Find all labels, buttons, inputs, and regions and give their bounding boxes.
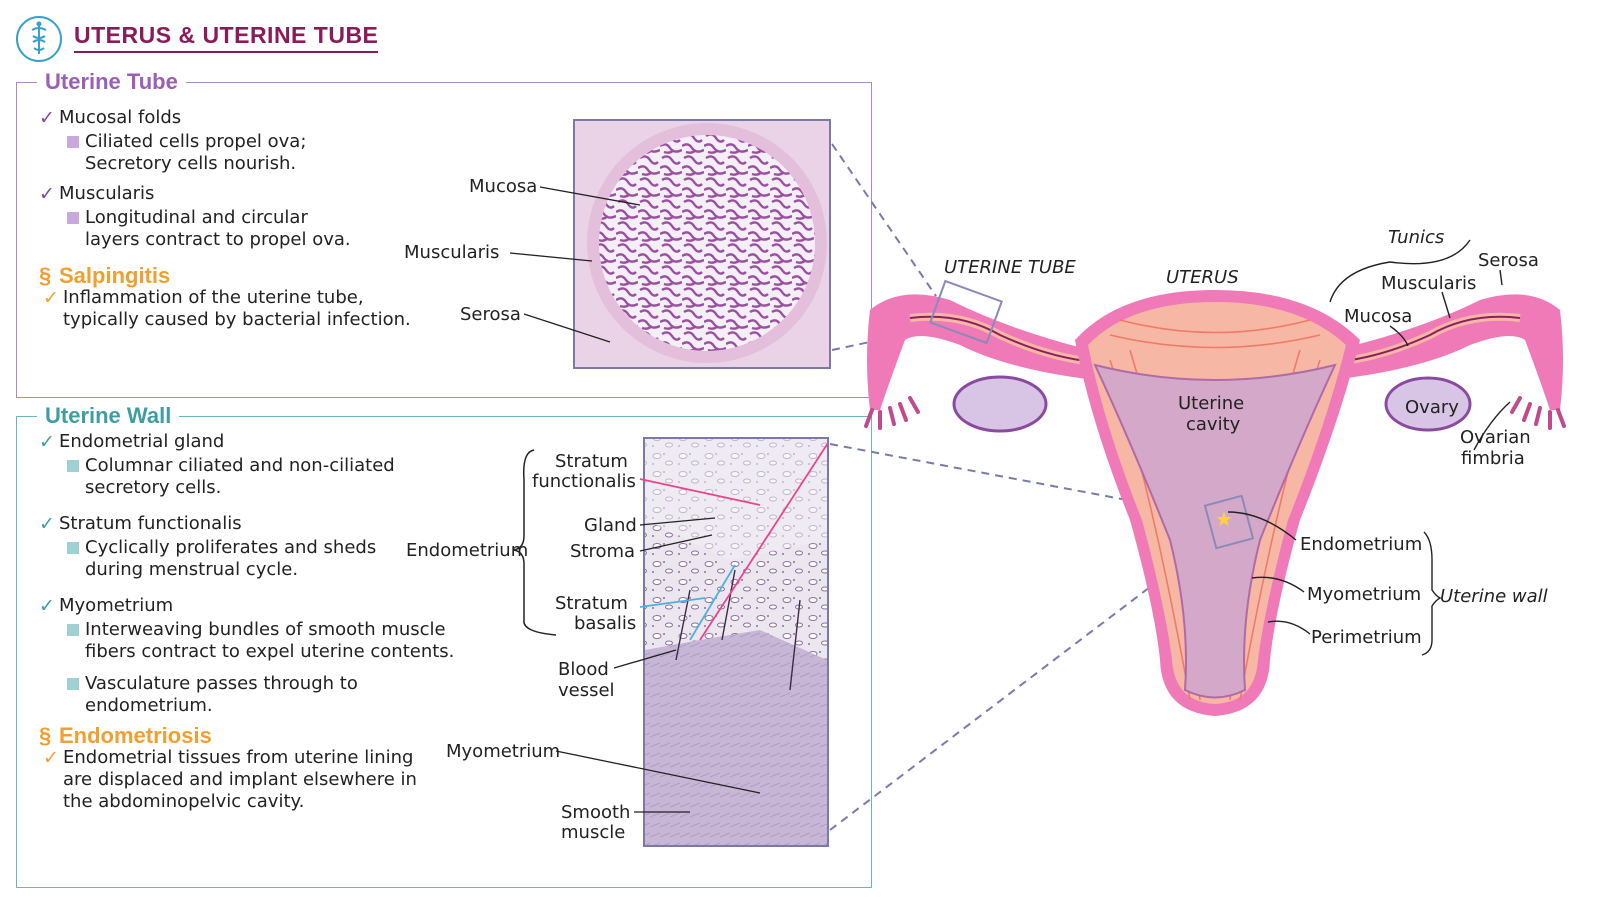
clinical-snake-icon: § [39, 263, 52, 288]
micro-label-muscularis: Muscularis [404, 242, 499, 263]
anatomy-label-mucosa: Mucosa [1344, 306, 1412, 327]
uterine-tube-panel: Uterine Tube ✓ Mucosal folds Ciliated ce… [16, 69, 872, 398]
endometrium-bracket [513, 449, 557, 636]
anatomy-label-ovary: Ovary [1405, 397, 1459, 418]
anatomy-label-tunics: Tunics [1388, 227, 1444, 248]
check-icon: ✓ [39, 431, 55, 453]
leader-stratum-functionalis [639, 478, 761, 506]
check-icon: ✓ [39, 595, 55, 617]
bullet-square-icon [67, 136, 79, 148]
note-stratum-functionalis: ✓ Stratum functionalis [39, 513, 242, 535]
note-detail: Longitudinal and circular layers contrac… [67, 207, 411, 251]
anatomy-leaders [1227, 239, 1511, 656]
clinical-salpingitis-text: ✓ Inflammation of the uterine tube, typi… [43, 287, 411, 330]
leader-myometrium [555, 750, 761, 794]
micro-label-stratum-basalis-2: basalis [574, 613, 636, 634]
caduceus-icon [31, 21, 47, 54]
note-mucosal-folds: ✓ Mucosal folds [39, 107, 182, 129]
basalis-boundary [689, 564, 736, 641]
clinical-endometriosis-text: ✓ Endometrial tissues from uterine linin… [43, 747, 417, 812]
check-icon: ✓ [43, 747, 59, 769]
check-icon: ✓ [39, 107, 55, 129]
functionalis-boundary [699, 442, 829, 641]
anatomy-label-ovarian-fimbria-2: fimbria [1461, 448, 1525, 469]
micro-label-stratum-functionalis-2: functionalis [532, 471, 636, 492]
leader-blood-vessel [613, 649, 677, 669]
micro-label-myometrium: Myometrium [446, 741, 560, 762]
uterine-wall-micrograph [643, 437, 829, 847]
uterine-tube-heading: Uterine Tube [37, 69, 186, 95]
note-detail: Ciliated cells propel ova; Secretory cel… [67, 131, 411, 175]
anatomy-label-myometrium: Myometrium [1307, 584, 1421, 605]
leader-mucosa [539, 186, 641, 206]
logo-icon [16, 16, 62, 62]
anatomy-label-uterine-cavity: Uterine [1178, 393, 1244, 414]
anatomy-label-serosa: Serosa [1478, 250, 1539, 271]
uterine-tube-micrograph [573, 119, 831, 369]
anatomy-label-uterine-cavity-2: cavity [1186, 414, 1241, 435]
micro-label-gland: Gland [584, 515, 637, 536]
uterine-wall-panel: Uterine Wall ✓ Endometrial gland Columna… [16, 403, 872, 888]
uterine-tube-notes: ✓ Mucosal folds Ciliated cells propel ov… [39, 107, 411, 331]
leader-gland [639, 517, 716, 526]
star-icon: ★ [1215, 507, 1233, 531]
page-title: UTERUS & UTERINE TUBE [74, 22, 379, 53]
note-endometrial-gland: ✓ Endometrial gland [39, 431, 225, 453]
bullet-square-icon [67, 542, 79, 554]
anatomy-label-muscularis: Muscularis [1381, 273, 1476, 294]
uterine-wall-notes: ✓ Endometrial gland Columnar ciliated an… [39, 431, 454, 813]
anatomy-label-uterine-wall: Uterine wall [1440, 586, 1548, 607]
leader-stroma [639, 534, 713, 552]
bullet-square-icon [67, 678, 79, 690]
anatomy-label-endometrium: Endometrium [1300, 534, 1422, 555]
bullet-square-icon [67, 624, 79, 636]
bullet-square-icon [67, 460, 79, 472]
note-detail: Columnar ciliated and non-ciliated secre… [67, 455, 454, 499]
note-detail: Interweaving bundles of smooth muscle fi… [67, 619, 454, 663]
leader-stratum-basalis [639, 597, 706, 608]
uterine-wall-heading: Uterine Wall [37, 403, 180, 429]
micro-label-blood-vessel: Blood [558, 659, 609, 680]
leader-muscularis [509, 252, 593, 262]
micro-label-serosa: Serosa [460, 304, 521, 325]
note-myometrium: ✓ Myometrium [39, 595, 174, 617]
micro-label-smooth-muscle: Smooth [561, 802, 630, 823]
note-detail: Vasculature passes through to endometriu… [67, 673, 454, 717]
micro-label-stratum-basalis: Stratum [555, 593, 628, 614]
micro-label-smooth-muscle-2: muscle [561, 822, 625, 843]
anatomy-label-perimetrium: Perimetrium [1311, 627, 1422, 648]
micro-label-stratum-functionalis: Stratum [555, 451, 628, 472]
bullet-square-icon [67, 212, 79, 224]
anatomy-label-uterine-tube: UTERINE TUBE [944, 257, 1076, 278]
clinical-salpingitis: § Salpingitis [39, 263, 171, 288]
check-icon: ✓ [39, 183, 55, 205]
micro-label-mucosa: Mucosa [469, 176, 537, 197]
anatomy-label-uterus: UTERUS [1166, 267, 1239, 288]
micro-label-blood-vessel-2: vessel [558, 680, 615, 701]
leader-serosa [523, 313, 611, 343]
note-muscularis: ✓ Muscularis [39, 183, 155, 205]
micro-label-endometrium: Endometrium [406, 540, 528, 561]
check-icon: ✓ [43, 287, 59, 309]
micro-label-stroma: Stroma [570, 541, 635, 562]
clinical-endometriosis: § Endometriosis [39, 723, 212, 748]
note-detail: Cyclically proliferates and sheds during… [67, 537, 454, 581]
anatomy-label-ovarian-fimbria: Ovarian [1460, 427, 1531, 448]
clinical-snake-icon: § [39, 723, 52, 748]
check-icon: ✓ [39, 513, 55, 535]
uterus-diagram: ★ [864, 279, 1566, 716]
